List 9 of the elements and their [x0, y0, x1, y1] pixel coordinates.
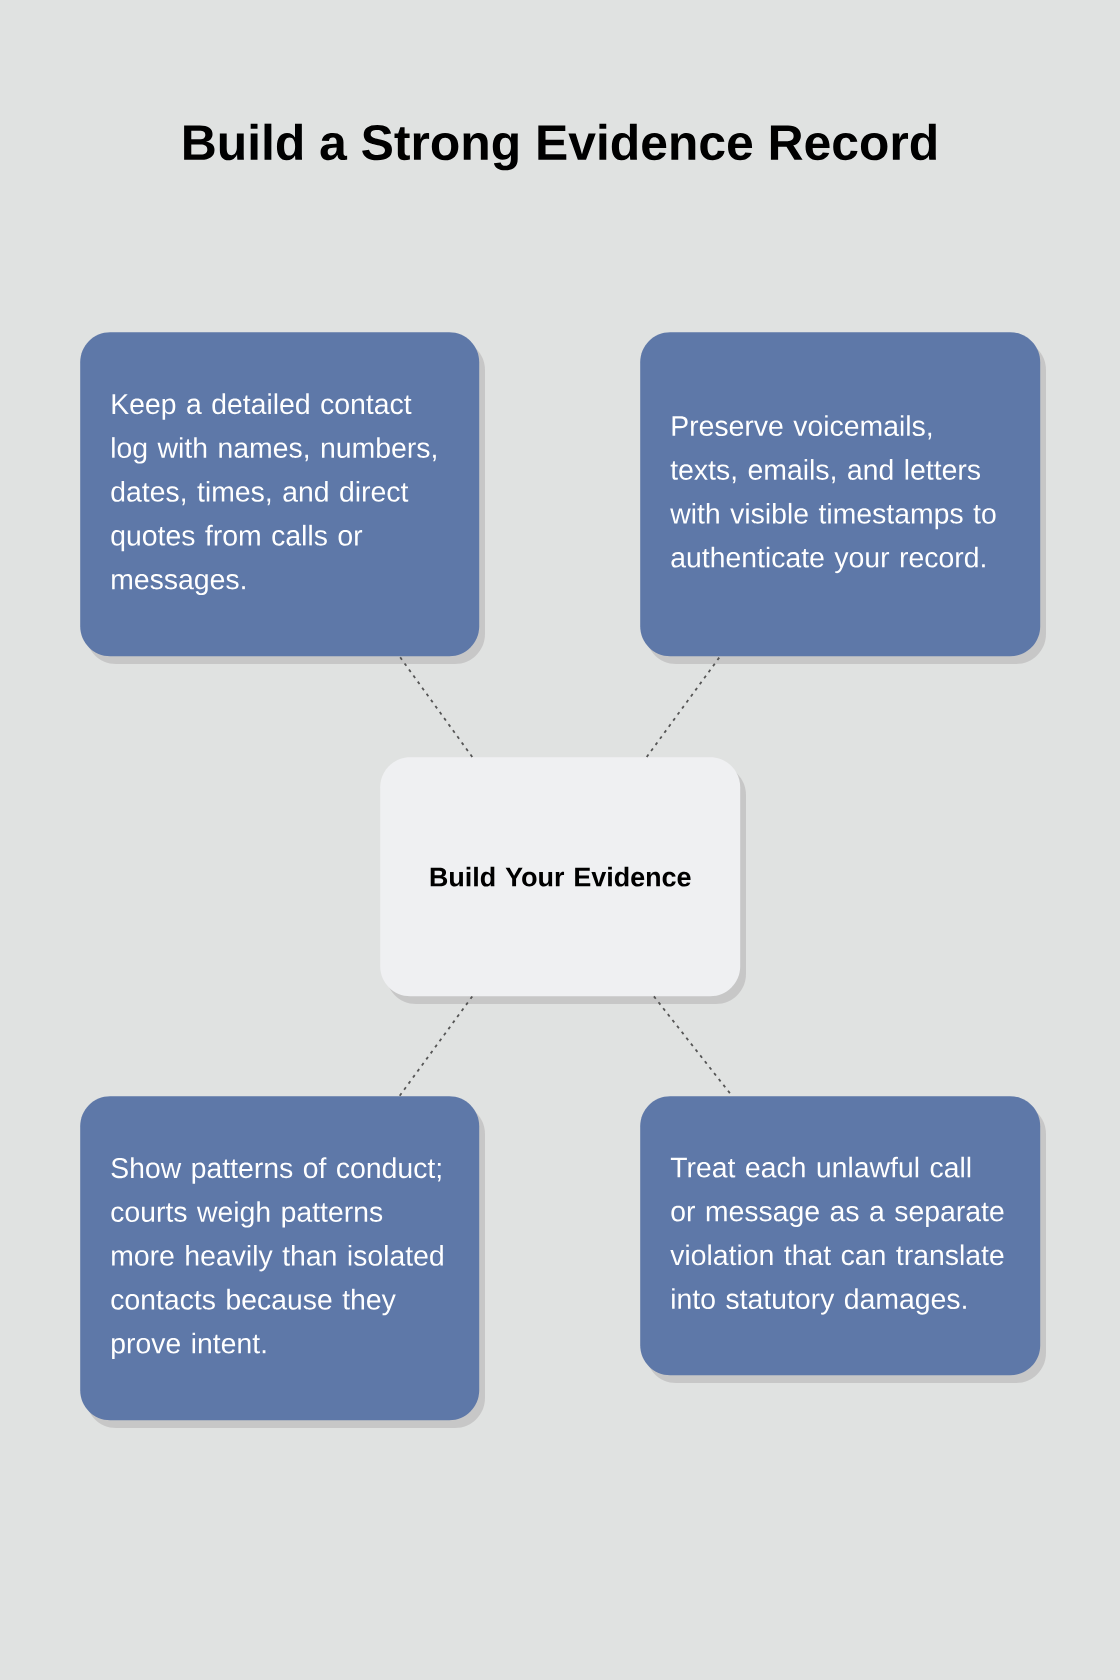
text-box: Show patterns of conduct; courts weigh patterns more heavily than isolated contacts because they prove intent. [80, 1096, 485, 1428]
title: Build a Strong Evidence Record [184, 123, 936, 171]
center-box: Build Your Evidence [380, 757, 746, 1004]
text-box: Keep a detailed contact log with names, numbers, dates, times, and direct quotes from calls or messages. [80, 332, 485, 664]
connector [398, 655, 474, 758]
text-box: Treat each unlawful call or message as a separate violation that can translate into statutory damages. [640, 1096, 1046, 1383]
connector [645, 655, 721, 758]
connector [398, 995, 474, 1097]
text-box: Preserve voicemails, texts, emails, and letters with visible timestamps to authenticate your record. [640, 332, 1046, 664]
